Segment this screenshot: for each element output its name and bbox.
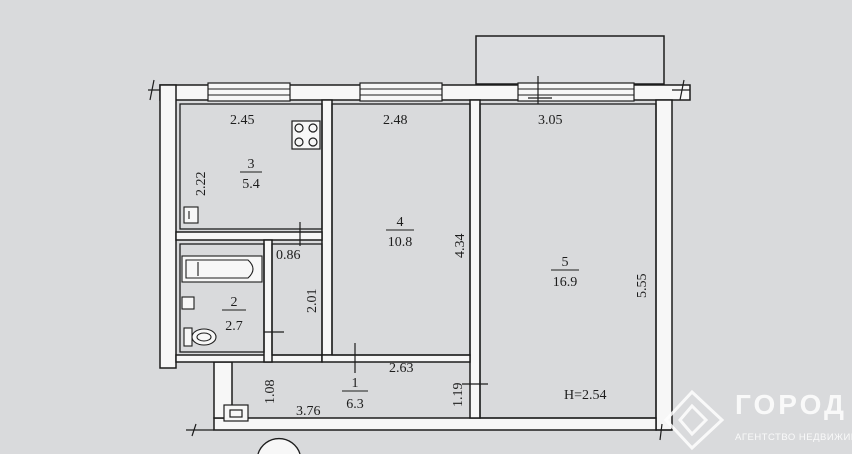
room-5-number: 5	[562, 255, 569, 270]
walls	[159, 84, 691, 431]
dim-room5-depth: 5.55	[635, 274, 650, 299]
watermark: ГОРОД АГЕНТСТВО НЕДВИЖИМОСТИ	[663, 389, 852, 451]
bathtub-icon	[181, 255, 263, 283]
room-3-number: 3	[248, 157, 255, 172]
stove-icon	[291, 120, 321, 150]
dim-hall-width: 2.63	[389, 361, 414, 376]
dim-entry-width: 3.76	[296, 404, 321, 419]
basin-icon	[181, 296, 195, 310]
watermark-brand: ГОРОД	[735, 389, 847, 420]
room-2-area: 2.7	[225, 319, 243, 334]
windows	[207, 82, 635, 102]
dim-bath-door: 0.86	[276, 248, 301, 263]
ceiling-height: H=2.54	[564, 388, 607, 403]
watermark-tagline: АГЕНТСТВО НЕДВИЖИМОСТИ	[735, 432, 852, 443]
room-4-number: 4	[397, 215, 404, 230]
dim-kitchen-width: 2.45	[230, 113, 255, 128]
dim-entry-depth: 1.08	[263, 380, 278, 405]
dim-room5-width: 3.05	[538, 113, 563, 128]
dim-room4-depth: 4.34	[453, 234, 468, 259]
dim-kitchen-depth: 2.22	[194, 172, 209, 197]
dim-room4-width: 2.48	[383, 113, 408, 128]
window-room5	[517, 82, 635, 102]
entrance-door-arc	[257, 437, 301, 454]
window-kitchen	[207, 82, 291, 102]
room-1-number: 1	[352, 376, 359, 391]
room-3-area: 5.4	[242, 177, 260, 192]
room-1-area: 6.3	[346, 397, 364, 412]
balcony	[475, 35, 665, 85]
toilet-icon	[183, 327, 217, 347]
dim-hall-side: 1.19	[451, 383, 466, 408]
entry-box-icon	[223, 404, 249, 422]
dim-hall-depth: 2.01	[305, 289, 320, 314]
room-5-area: 16.9	[553, 275, 578, 290]
room-2-number: 2	[231, 295, 238, 310]
house-logo-icon	[663, 389, 725, 451]
sink-icon	[183, 206, 199, 224]
window-room4	[359, 82, 443, 102]
room-4-area: 10.8	[388, 235, 413, 250]
